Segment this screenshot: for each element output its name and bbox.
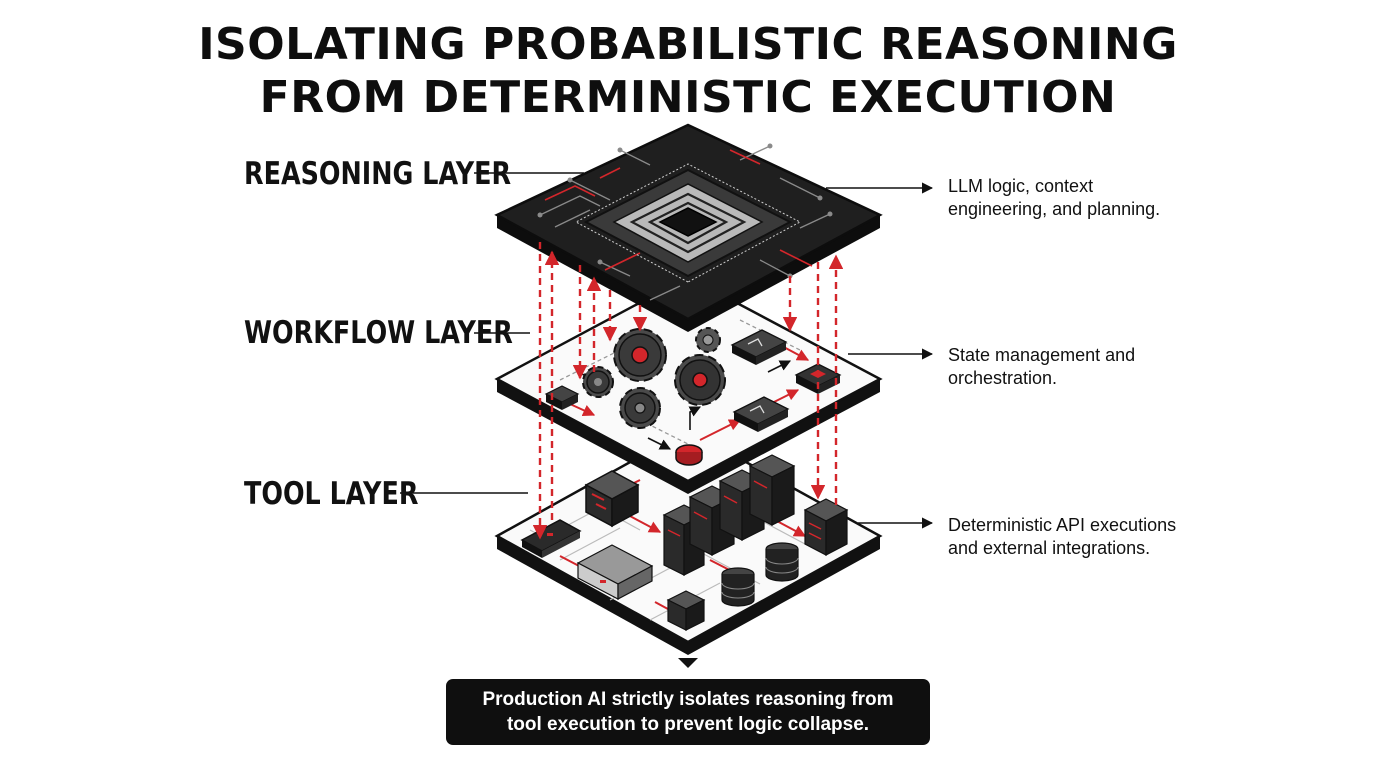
end-node-icon — [675, 444, 703, 466]
database-icon-2 — [765, 542, 799, 582]
gear-icon — [613, 328, 667, 382]
gear-icon-2 — [674, 354, 726, 406]
gear-icon-3 — [619, 387, 661, 429]
inter-layer-connectors — [532, 242, 844, 540]
title-line-1: ISOLATING PROBABILISTIC REASONING — [198, 19, 1178, 70]
queue-node-icon — [544, 385, 580, 410]
page-title: ISOLATING PROBABILISTIC REASONING FROM D… — [0, 18, 1376, 124]
tool-description-line-2: and external integrations. — [948, 538, 1151, 558]
workflow-layer-description: State management and orchestration. — [948, 344, 1135, 390]
gear-icon-4 — [582, 366, 614, 398]
database-icon — [721, 567, 755, 607]
reasoning-layer-description: LLM logic, context engineering, and plan… — [948, 175, 1160, 221]
tool-description-line-1: Deterministic API executions — [948, 515, 1177, 535]
workflow-description-line-2: orchestration. — [948, 368, 1058, 388]
reasoning-layer-chip — [494, 123, 883, 332]
storage-server-icon — [803, 498, 849, 556]
tool-layer-label: TOOL LAYER — [244, 476, 419, 512]
server-rack-icon — [662, 454, 796, 576]
reasoning-description-line-2: engineering, and planning. — [948, 199, 1161, 219]
switch-node-icon — [730, 329, 788, 365]
workflow-layer-plate — [494, 275, 883, 494]
processing-unit-icon — [584, 470, 640, 528]
workflow-layer-label: WORKFLOW LAYER — [244, 315, 513, 351]
tool-layer-description: Deterministic API executions and externa… — [948, 514, 1176, 560]
appliance-icon — [576, 544, 654, 600]
summary-banner-line-2: tool execution to prevent logic collapse… — [506, 714, 870, 735]
reasoning-layer-label: REASONING LAYER — [244, 156, 512, 192]
banner-pointer — [678, 658, 698, 668]
gear-icon-5 — [695, 327, 721, 353]
tool-layer-plate — [494, 428, 883, 655]
network-switch-icon — [520, 519, 582, 558]
state-node-icon — [794, 363, 842, 394]
summary-banner: Production AI strictly isolates reasonin… — [446, 679, 930, 745]
switch-node-icon-2 — [732, 396, 790, 432]
small-server-icon — [666, 590, 706, 631]
summary-banner-line-1: Production AI strictly isolates reasonin… — [482, 689, 894, 710]
workflow-description-line-1: State management and — [948, 345, 1136, 365]
title-line-2: FROM DETERMINISTIC EXECUTION — [259, 72, 1117, 123]
reasoning-description-line-1: LLM logic, context — [948, 176, 1094, 196]
